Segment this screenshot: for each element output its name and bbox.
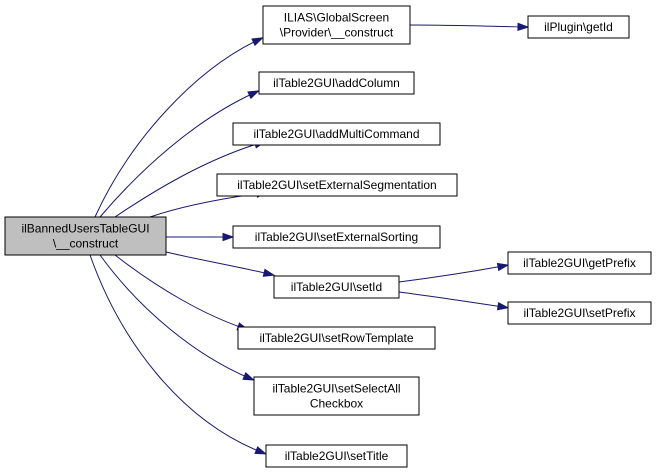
node-label-line: ilTable2GUI\setExternalSegmentation bbox=[237, 178, 436, 192]
node-label-line: Checkbox bbox=[310, 397, 363, 411]
node-provider[interactable]: ILIAS\GlobalScreen\Provider\__construct bbox=[262, 5, 411, 45]
node-extSort[interactable]: ilTable2GUI\setExternalSorting bbox=[232, 225, 441, 249]
edge-root-to-setId bbox=[165, 251, 276, 277]
nodes-layer: ilBannedUsersTableGUI\__construct ILIAS\G… bbox=[4, 5, 652, 468]
node-root[interactable]: ilBannedUsersTableGUI\__construct bbox=[4, 216, 167, 256]
node-setPrefix[interactable]: ilTable2GUI\setPrefix bbox=[507, 301, 652, 325]
node-label-line: ILIAS\GlobalScreen bbox=[284, 11, 389, 25]
node-extSeg[interactable]: ilTable2GUI\setExternalSegmentation bbox=[216, 173, 458, 197]
node-label-line: ilTable2GUI\setExternalSorting bbox=[255, 230, 418, 244]
node-getPrefix[interactable]: ilTable2GUI\getPrefix bbox=[507, 251, 652, 275]
node-label-line: ilTable2GUI\setPrefix bbox=[523, 306, 635, 320]
node-label-line: \__construct bbox=[53, 237, 119, 251]
node-label-line: \Provider\__construct bbox=[280, 26, 394, 40]
node-label-line: ilPlugin\getId bbox=[544, 20, 613, 34]
edge-root-to-addColumn bbox=[99, 90, 260, 218]
node-label-line: ilTable2GUI\addColumn bbox=[273, 76, 400, 90]
node-setId[interactable]: ilTable2GUI\setId bbox=[273, 275, 400, 299]
edge-provider-to-plugin bbox=[409, 22, 530, 32]
node-addMulti[interactable]: ilTable2GUI\addMultiCommand bbox=[232, 122, 441, 146]
edge-root-to-rowTpl bbox=[114, 254, 250, 331]
node-label-line: ilTable2GUI\addMultiCommand bbox=[253, 127, 419, 141]
node-label-line: ilTable2GUI\setSelectAll bbox=[272, 382, 400, 396]
edge-setId-to-setPrefix bbox=[398, 291, 510, 311]
edge-root-to-provider bbox=[94, 37, 264, 218]
node-label-line: ilTable2GUI\setId bbox=[291, 280, 382, 294]
node-plugin[interactable]: ilPlugin\getId bbox=[527, 15, 630, 39]
node-label-line: ilTable2GUI\getPrefix bbox=[523, 256, 636, 270]
edge-root-to-title bbox=[89, 254, 268, 455]
node-rowTpl[interactable]: ilTable2GUI\setRowTemplate bbox=[237, 326, 436, 350]
node-label-line: ilBannedUsersTableGUI bbox=[21, 222, 149, 236]
node-addColumn[interactable]: ilTable2GUI\addColumn bbox=[258, 71, 415, 95]
node-label-line: ilTable2GUI\setRowTemplate bbox=[259, 331, 413, 345]
edge-root-to-extSort bbox=[166, 232, 235, 242]
edge-setId-to-getPrefix bbox=[398, 262, 510, 283]
edge-root-to-selAll bbox=[99, 254, 255, 381]
node-title[interactable]: ilTable2GUI\setTitle bbox=[265, 444, 408, 468]
node-label-line: ilTable2GUI\setTitle bbox=[285, 449, 389, 463]
